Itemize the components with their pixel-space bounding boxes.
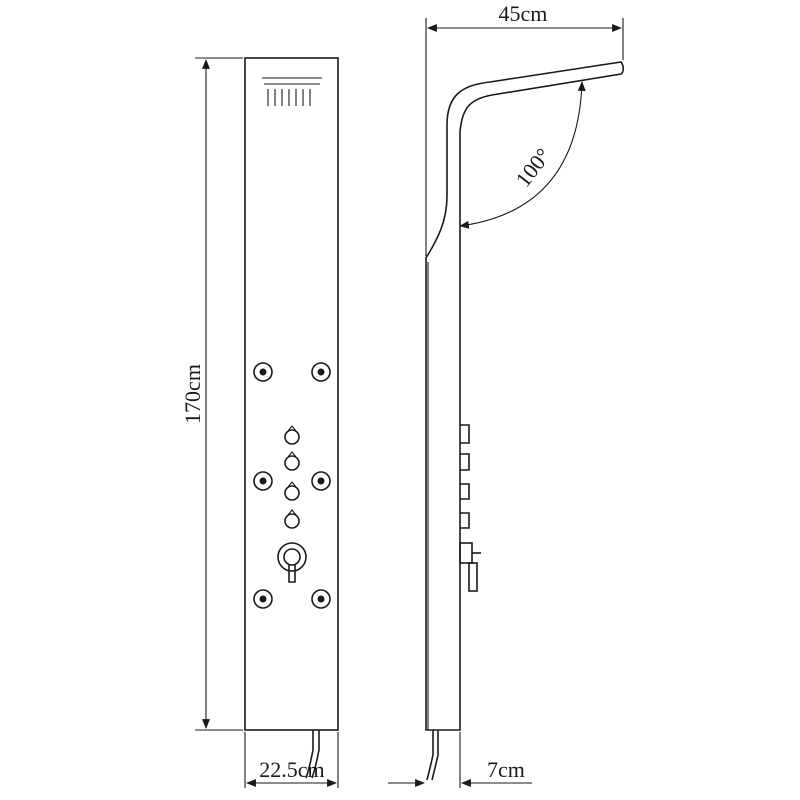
body-depth-label: 7cm — [487, 757, 525, 782]
side-knobs — [460, 424, 470, 529]
hose — [305, 730, 314, 779]
massage-jet-icon — [253, 362, 273, 382]
height-dimension: 170cm — [180, 57, 243, 731]
massage-jet-icon — [253, 589, 273, 609]
knob-icon — [284, 509, 300, 529]
height-label: 170cm — [180, 364, 205, 424]
side-knob-icon — [460, 483, 470, 500]
knob-icon — [284, 451, 300, 471]
front-view — [244, 57, 339, 779]
side-knob-icon — [460, 453, 470, 471]
angle-dimension: 100° — [459, 81, 586, 229]
front-width-dimension: 22.5cm — [244, 732, 339, 788]
front-panel-body — [244, 57, 339, 731]
top-depth-dimension: 45cm — [425, 1, 624, 256]
side-hose — [426, 730, 434, 781]
side-knob-icon — [460, 512, 470, 529]
knob-icon — [284, 481, 300, 501]
mixer-valve-icon — [277, 542, 307, 583]
front-width-label: 22.5cm — [259, 757, 324, 782]
massage-jet-icon — [311, 362, 331, 382]
knob-icon — [284, 425, 300, 445]
massage-jets — [253, 362, 331, 609]
side-knob-icon — [460, 424, 470, 444]
angle-label: 100° — [510, 143, 555, 191]
side-valve-icon — [459, 542, 481, 592]
top-depth-label: 45cm — [499, 1, 548, 26]
massage-jet-icon — [311, 471, 331, 491]
massage-jet-icon — [253, 471, 273, 491]
control-knobs — [284, 425, 300, 529]
rain-showerhead-icon — [262, 77, 322, 106]
body-depth-dimension: 7cm — [388, 732, 532, 788]
massage-jet-icon — [311, 589, 331, 609]
